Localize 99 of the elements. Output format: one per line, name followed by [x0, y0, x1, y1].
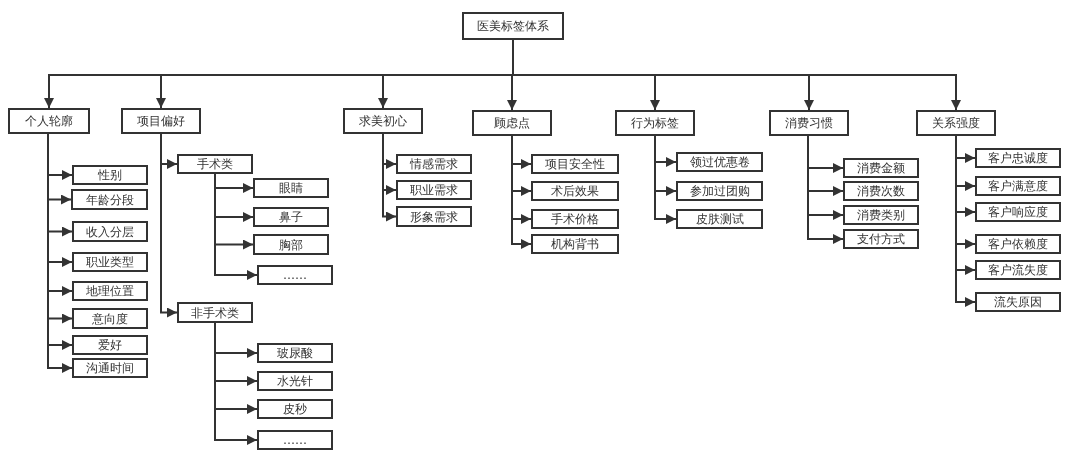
root-box	[462, 12, 564, 40]
category-box	[843, 205, 919, 225]
node-label: 手术价格	[551, 213, 599, 225]
category-box	[72, 165, 148, 185]
category-box	[177, 154, 253, 174]
category-box	[615, 110, 695, 136]
category-box	[396, 206, 472, 227]
category-box	[72, 335, 148, 355]
node-label: 情感需求	[410, 158, 458, 170]
category-box	[396, 180, 472, 200]
node-label: 消费习惯	[785, 117, 833, 129]
node-label: 消费类别	[857, 209, 905, 221]
category-box	[257, 343, 333, 363]
category-box	[72, 252, 148, 272]
arrow	[511, 135, 532, 249]
category-box	[253, 207, 329, 227]
category-box	[531, 181, 619, 201]
category-box	[177, 302, 253, 323]
category-box	[843, 181, 919, 201]
category-box	[396, 154, 472, 174]
node-label: 手术类	[197, 158, 233, 170]
node-label: 眼睛	[279, 182, 303, 194]
node-label: 领过优惠卷	[689, 156, 750, 168]
category-box	[676, 181, 763, 201]
category-box	[257, 371, 333, 391]
category-box	[531, 209, 619, 229]
node-label: 鼻子	[279, 211, 303, 223]
node-label: 职业类型	[86, 256, 134, 268]
category-box	[257, 430, 333, 450]
node-label: 顾虑点	[494, 117, 530, 129]
category-box	[975, 176, 1061, 196]
category-box	[257, 399, 333, 419]
category-box	[253, 234, 329, 255]
arrow	[214, 322, 258, 445]
node-label: 水光针	[277, 375, 313, 387]
node-label: 参加过团购	[689, 185, 750, 197]
category-box	[121, 108, 201, 134]
node-label: 求美初心	[359, 115, 407, 127]
category-box	[8, 108, 90, 134]
category-box	[531, 154, 619, 174]
node-label: 职业需求	[410, 184, 458, 196]
arrow	[214, 173, 258, 280]
node-label: 地理位置	[86, 285, 134, 297]
category-box	[975, 148, 1061, 168]
node-label: 客户响应度	[988, 206, 1048, 218]
node-label: 胸部	[279, 238, 303, 251]
arrow	[807, 135, 844, 244]
node-label: ……	[283, 269, 307, 281]
category-box	[676, 152, 763, 172]
node-label: 性别	[98, 169, 122, 181]
node-label: 流失原因	[994, 296, 1042, 308]
category-box	[975, 292, 1061, 312]
node-label: 客户流失度	[988, 264, 1048, 276]
node-label: 非手术类	[191, 306, 239, 319]
node-label: 客户满意度	[988, 180, 1048, 192]
node-label: 客户依赖度	[988, 238, 1048, 250]
category-box	[72, 358, 148, 378]
category-box	[843, 158, 919, 178]
category-box	[843, 229, 919, 249]
arrow	[160, 133, 178, 318]
category-box	[975, 202, 1061, 222]
node-label: 项目安全性	[545, 158, 605, 170]
category-box	[769, 110, 849, 136]
node-label: 意向度	[92, 312, 128, 325]
node-label: 爱好	[98, 339, 122, 351]
node-label: 客户忠诚度	[988, 152, 1048, 164]
node-label: 收入分层	[86, 225, 134, 238]
node-label: 机构背书	[551, 238, 599, 250]
category-box	[72, 221, 148, 242]
category-box	[71, 189, 148, 210]
category-box	[257, 265, 333, 285]
node-label: 皮秒	[283, 403, 307, 415]
category-box	[916, 110, 996, 136]
node-label: 医美标签体系	[477, 20, 549, 32]
node-label: 玻尿酸	[277, 347, 313, 359]
category-box	[676, 209, 763, 229]
category-box	[72, 281, 148, 301]
node-label: 关系强度	[932, 117, 980, 129]
node-label: 皮肤测试	[695, 213, 744, 225]
arrow	[654, 135, 677, 224]
category-box	[72, 308, 148, 329]
node-label: ……	[283, 434, 307, 446]
category-box	[472, 110, 552, 136]
node-label: 支付方式	[857, 233, 905, 245]
category-box	[531, 234, 619, 254]
node-label: 项目偏好	[137, 115, 185, 127]
node-label: 年龄分段	[85, 193, 134, 206]
node-label: 术后效果	[551, 185, 599, 197]
node-label: 消费次数	[857, 185, 905, 197]
category-box	[975, 234, 1061, 254]
node-label: 行为标签	[631, 117, 679, 129]
node-label: 个人轮廓	[25, 115, 73, 127]
node-label: 形象需求	[410, 210, 458, 223]
category-box	[343, 108, 423, 134]
node-label: 沟通时间	[86, 362, 134, 374]
node-label: 消费金额	[857, 162, 905, 174]
arrow	[955, 135, 976, 307]
category-box	[975, 260, 1061, 280]
category-box	[253, 178, 329, 198]
